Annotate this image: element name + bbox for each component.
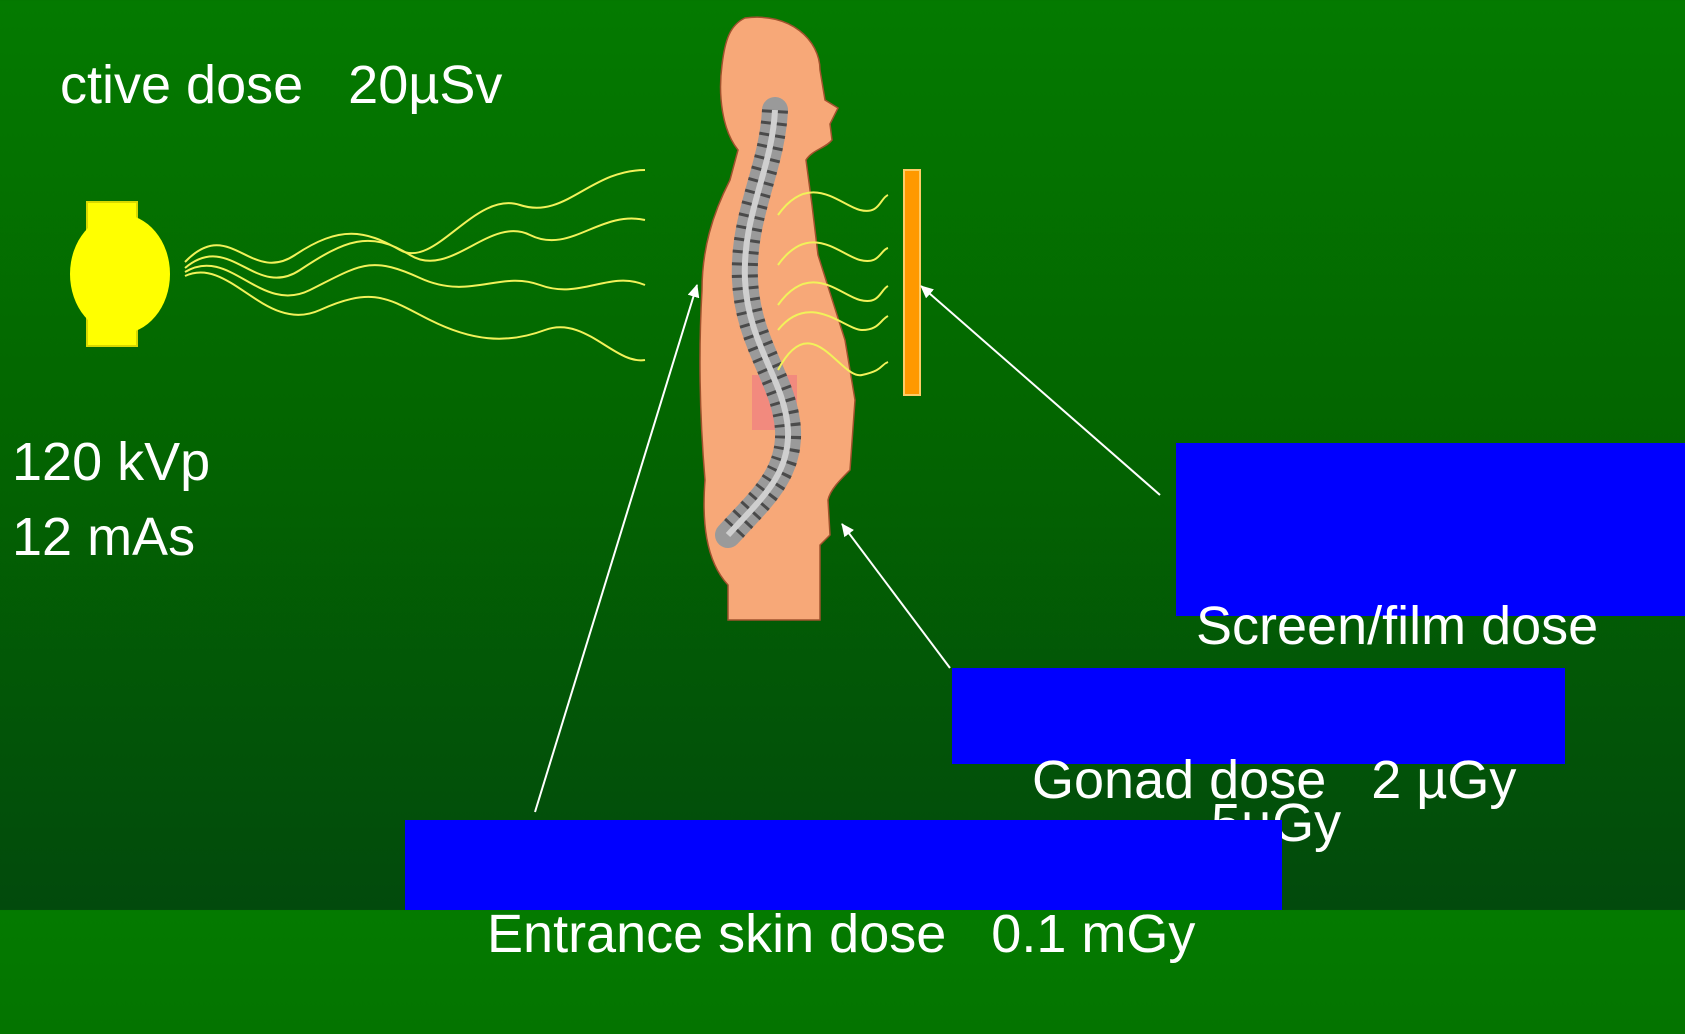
screen-film-pointer xyxy=(921,286,1160,495)
incident-beam-icon xyxy=(185,170,645,360)
entrance-skin-dose-callout: Entrance skin dose 0.1 mGy xyxy=(405,820,1282,910)
effective-dose-value: 20µSv xyxy=(348,55,502,115)
gonad-pointer xyxy=(842,524,950,668)
effective-dose-label: ctive dose xyxy=(60,55,303,115)
screen-film-dose-callout: Screen/film dose 5µGy xyxy=(1176,443,1685,616)
diagram-stage: ctive dose 20µSv 120 kVp 12 mAs Screen/f… xyxy=(0,0,1685,910)
entrance-skin-pointer xyxy=(535,285,697,812)
film-cassette-icon xyxy=(904,170,920,395)
gonad-dose-callout: Gonad dose 2 µGy xyxy=(952,668,1565,764)
screen-film-dose-label: Screen/film dose xyxy=(1196,594,1685,660)
effective-dose-text: ctive dose 20µSv xyxy=(0,4,502,166)
entrance-skin-dose-text: Entrance skin dose 0.1 mGy xyxy=(487,904,1195,964)
mas-text: 12 mAs xyxy=(12,510,195,564)
gonad-dose-text: Gonad dose 2 µGy xyxy=(1032,750,1516,810)
kvp-text: 120 kVp xyxy=(12,435,210,489)
x-ray-tube-icon xyxy=(70,202,170,346)
